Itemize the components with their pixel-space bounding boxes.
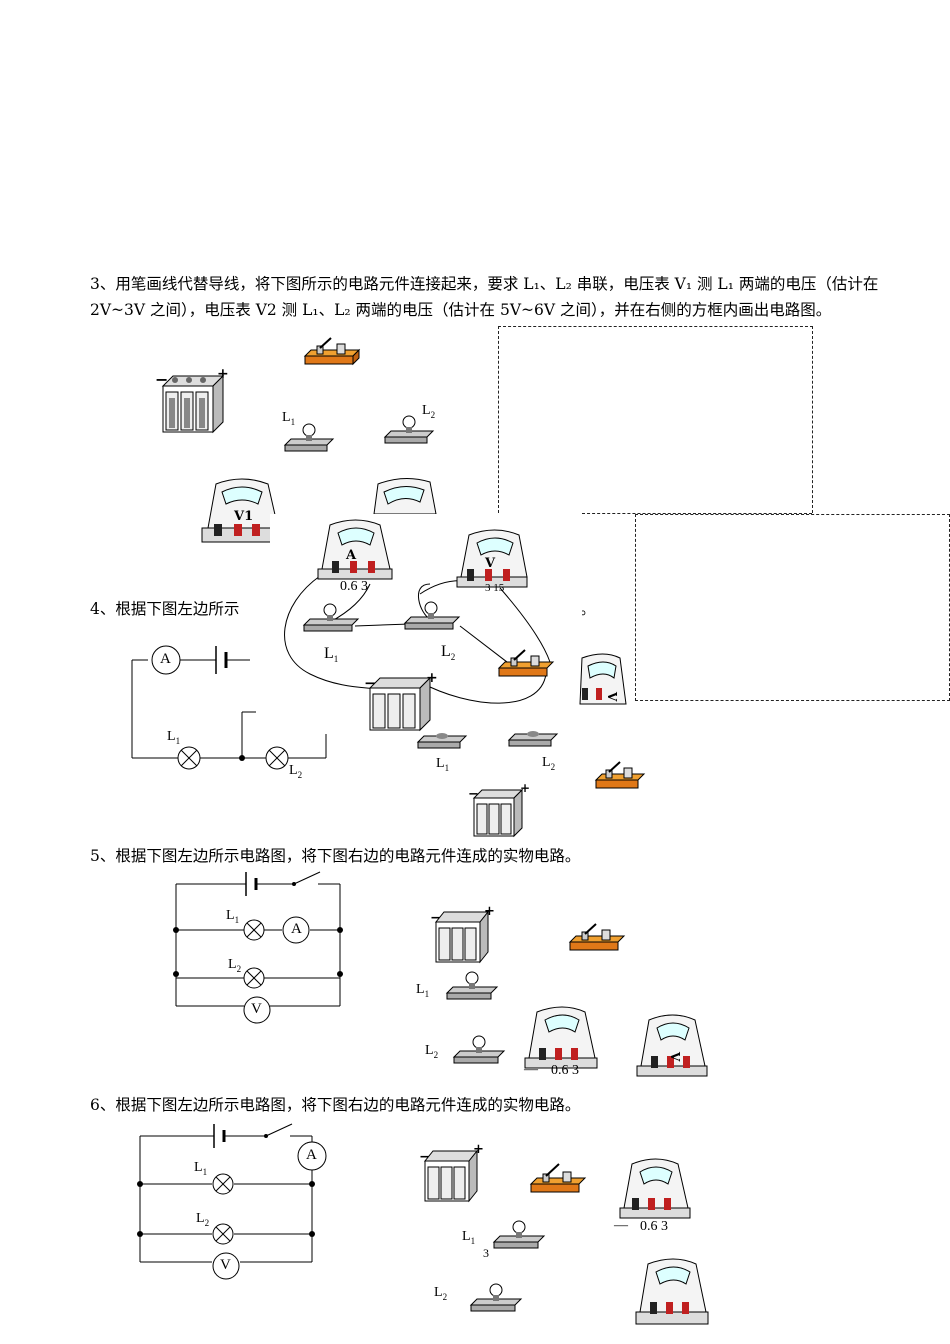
- q6-text: 6、根据下图左边所示电路图，将下图右边的电路元件连成的实物电路。: [90, 1096, 581, 1114]
- switch-icon: [303, 337, 361, 366]
- overlay-lamp1-label: L1: [324, 645, 339, 665]
- q6-stray-label: 3: [483, 1246, 489, 1260]
- ammeter-icon: [524, 1006, 598, 1069]
- q6-circuit-diagram: [137, 1123, 327, 1280]
- q5-text: 5、根据下图左边所示电路图，将下图右边的电路元件连成的实物电路。: [90, 847, 581, 865]
- voltmeter-icon: V: [636, 1014, 708, 1077]
- ammeter-range-label: 0.6 3: [340, 579, 368, 594]
- voltmeter-icon: [635, 1258, 709, 1325]
- q3-lamp1-label: L1: [282, 410, 296, 427]
- svg-text:V: V: [484, 556, 496, 571]
- q4-text-right: 。: [580, 600, 596, 618]
- battery-icon: − +: [430, 904, 495, 964]
- q5-minus-label: —: [524, 1062, 538, 1077]
- q6-right-lamp1-label: L1: [462, 1229, 476, 1246]
- overlay-lamp2-label: L2: [441, 643, 456, 663]
- lamp-icon: [445, 971, 499, 1000]
- svg-text:V: V: [668, 1051, 682, 1062]
- voltmeter-icon: V: [456, 529, 528, 588]
- q6-lamp1-label: L1: [194, 1160, 208, 1177]
- q5-ammeter-letter: A: [291, 921, 302, 937]
- q3-answer-box: [498, 326, 813, 513]
- q5-lamp1-label: L1: [226, 908, 240, 925]
- lamp-icon: [283, 423, 335, 452]
- svg-text:−: −: [430, 910, 442, 926]
- svg-text:−: −: [468, 787, 479, 802]
- q4-lamp1-label: L1: [167, 729, 181, 746]
- q5-voltmeter-letter: V: [251, 1001, 262, 1017]
- svg-text:+: +: [473, 1142, 484, 1157]
- q4-answer-box: [635, 514, 950, 701]
- ammeter-icon: A: [317, 519, 393, 580]
- lamp-icon: [452, 1035, 506, 1064]
- q6-voltmeter-letter: V: [220, 1257, 231, 1273]
- q6-minus-label: —: [614, 1218, 628, 1233]
- lamp-icon: [416, 733, 468, 749]
- q4-text-left: 4、根据下图左边所示: [90, 600, 240, 618]
- svg-text:V1: V1: [233, 509, 253, 524]
- q5-circuit-diagram: [173, 871, 343, 1024]
- q3-text-line1: 3、用笔画线代替导线，将下图所示的电路元件连接起来，要求 L₁、L₂ 串联，电压…: [90, 275, 879, 293]
- switch-icon: [497, 649, 555, 677]
- q5-right-lamp2-label: L2: [425, 1043, 439, 1060]
- q3-lamp2-label: L2: [422, 403, 436, 420]
- q3-text-line2: 2V~3V 之间），电压表 V2 测 L₁、L₂ 两端的电压（估计在 5V~6V…: [90, 301, 832, 319]
- svg-text:+: +: [520, 781, 530, 795]
- switch-icon: [529, 1163, 587, 1193]
- lamp-icon: [469, 1283, 523, 1312]
- lamp-icon: [507, 731, 559, 747]
- battery-icon: − +: [468, 781, 530, 838]
- lamp-icon: [383, 415, 435, 444]
- voltmeter-range-label: 3 15: [485, 582, 505, 594]
- q6-lamp2-label: L2: [196, 1211, 210, 1228]
- svg-text:+: +: [217, 366, 229, 382]
- q5-lamp2-label: L2: [228, 957, 242, 974]
- q4-right-lamp2-label: L2: [542, 755, 556, 772]
- q5-right-lamp1-label: L1: [416, 982, 430, 999]
- svg-text:A: A: [345, 548, 357, 563]
- q3-box-bottom-edge: [582, 513, 812, 514]
- svg-text:−: −: [419, 1149, 431, 1165]
- voltmeter-icon: [373, 478, 437, 515]
- ammeter-icon: [619, 1158, 691, 1219]
- switch-icon: [568, 923, 626, 951]
- lamp-icon: [302, 603, 360, 632]
- battery-icon: − +: [364, 670, 438, 732]
- svg-text:+: +: [426, 670, 438, 686]
- battery-icon: − +: [155, 366, 229, 434]
- lamp-icon: [403, 601, 461, 630]
- q6-range-label: 0.6 3: [640, 1219, 668, 1234]
- voltmeter-icon: V: [579, 653, 627, 705]
- battery-icon: − +: [419, 1142, 484, 1203]
- q6-right-lamp2-label: L2: [434, 1285, 448, 1302]
- lamp-icon: [492, 1220, 546, 1249]
- q4-ammeter-letter: A: [160, 651, 171, 667]
- q4-right-lamp1-label: L1: [436, 756, 450, 773]
- voltmeter-icon: V1: [201, 478, 279, 543]
- svg-text:+: +: [484, 904, 495, 919]
- q6-ammeter-letter: A: [306, 1147, 317, 1163]
- switch-icon: [594, 761, 646, 789]
- q4-circuit-diagram: [131, 645, 327, 770]
- q4-lamp2-label: L2: [289, 763, 303, 780]
- q5-range-label: 0.6 3: [551, 1063, 579, 1078]
- svg-text:V: V: [605, 691, 619, 702]
